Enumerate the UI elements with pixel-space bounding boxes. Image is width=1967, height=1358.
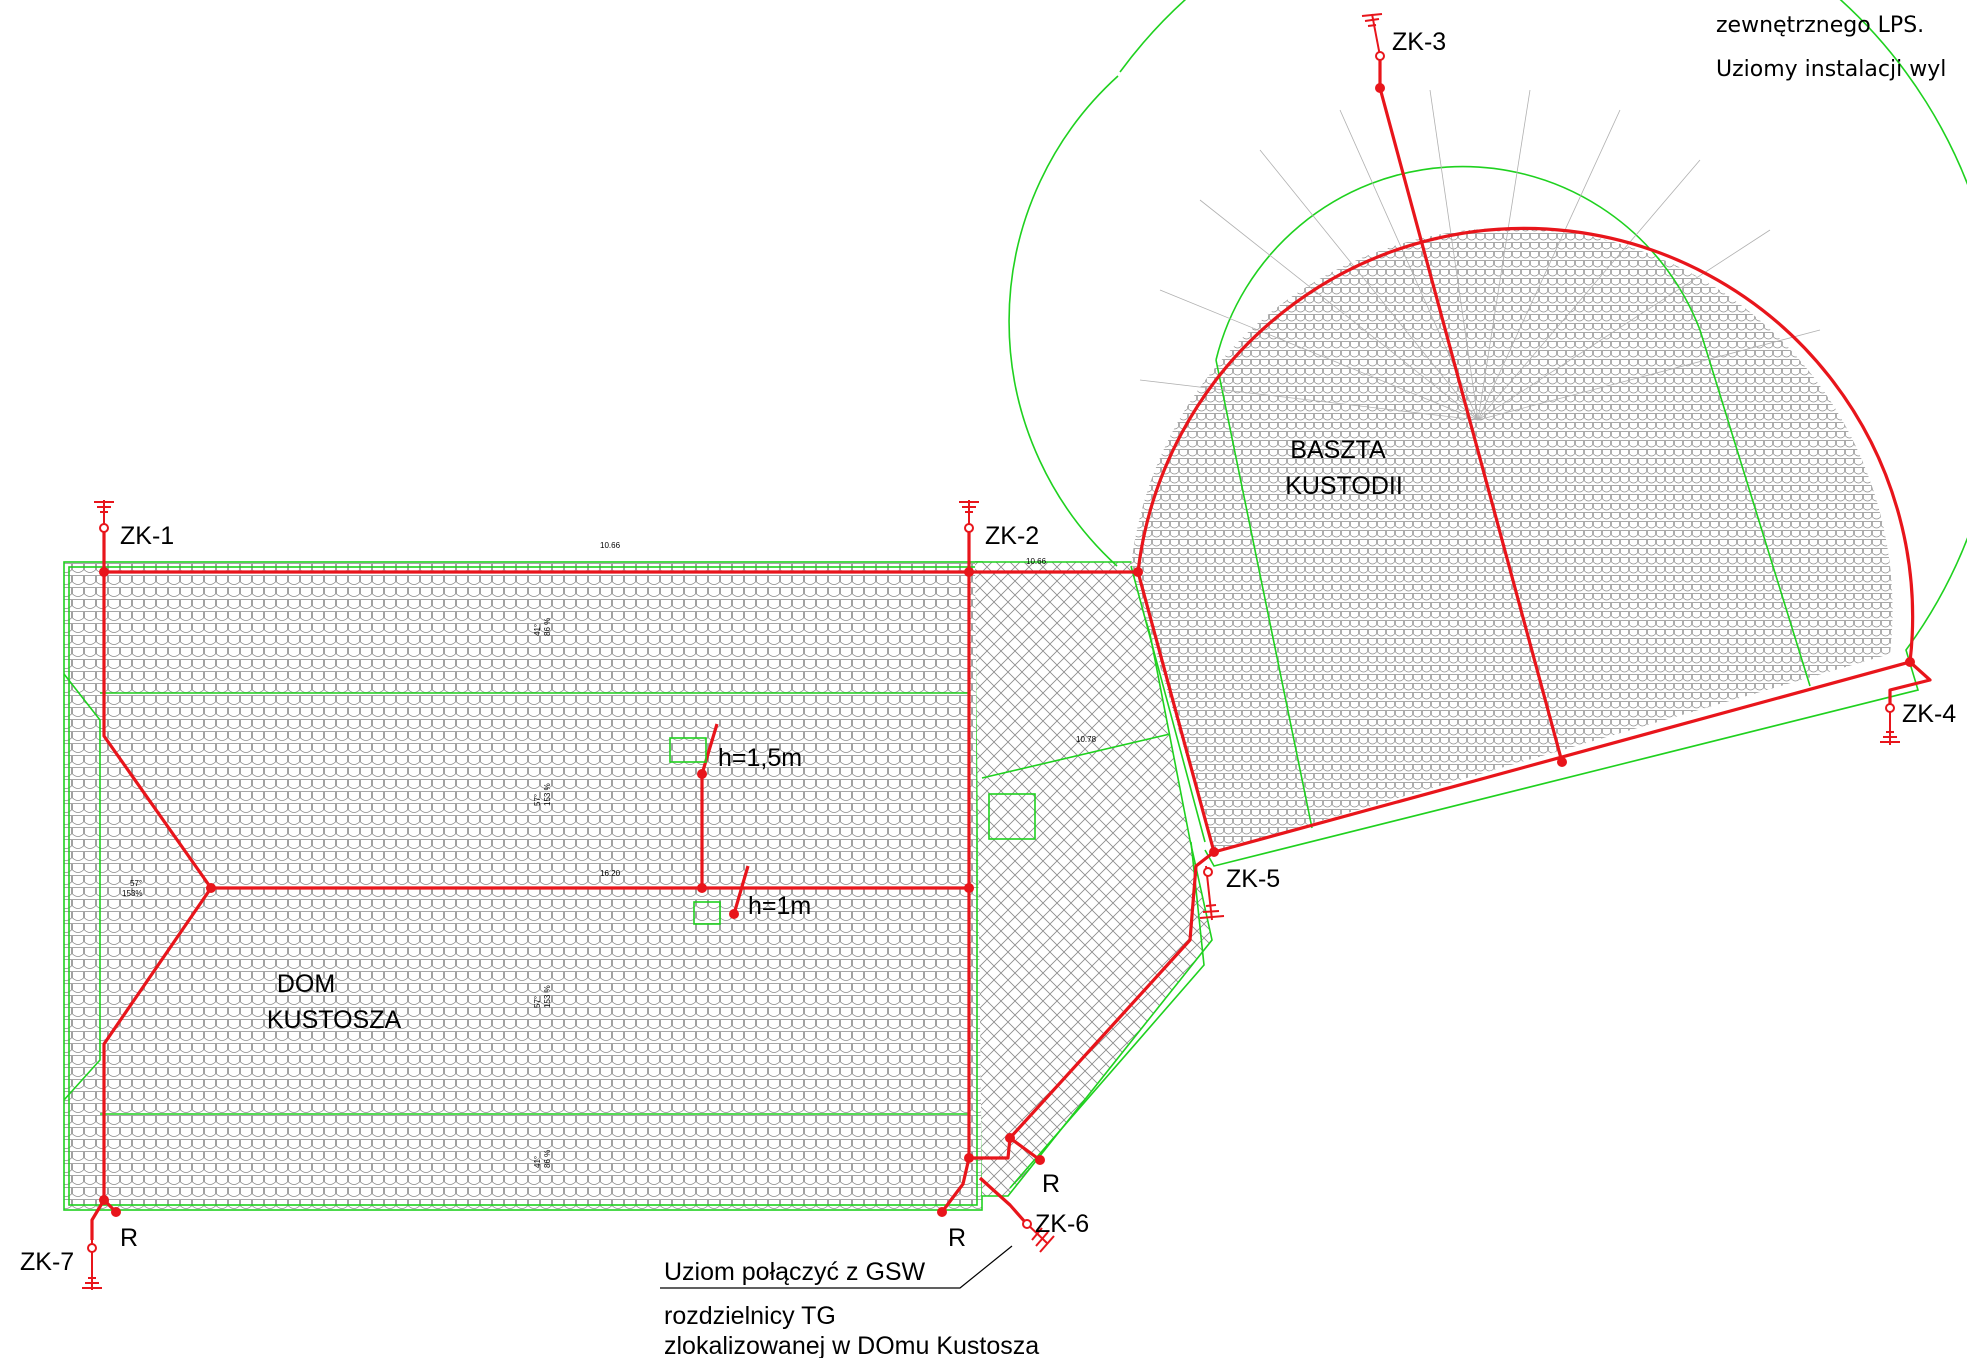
baszta-kustodii-roof [1008,0,1967,867]
slope-6: 153 % [543,985,552,1008]
slope-2: 86 % [543,618,552,636]
label-baszta-line-2: KUSTODII [1285,472,1403,500]
earth-symbol-zk4 [1880,703,1900,745]
label-baszta-line-1: BASZTA [1290,436,1386,464]
earth-symbol-zk5 [1199,865,1225,921]
slope-10: 153% [122,889,142,898]
slope-marks: 41° 86 % 57° 153 % 57° 153 % 41° 86 % 57… [122,618,552,1168]
earth-symbol-zk1 [94,500,114,533]
slope-3: 57° [533,794,542,806]
label-dom-line-2: KUSTOSZA [267,1006,402,1034]
label-r-1: R [120,1224,138,1252]
dom-kustosza-roof [63,561,983,1211]
label-dom-line-1: DOM [277,970,335,998]
level-mark-2: 10.66 [1026,557,1047,566]
slope-8: 86 % [543,1150,552,1168]
label-zk-5: ZK-5 [1226,865,1280,893]
note-line-2: Uziomy instalacji wyl [1716,57,1946,82]
label-r-3: R [1042,1170,1060,1198]
earth-symbol-zk2 [959,500,979,533]
slope-1: 41° [533,624,542,636]
label-zk-3: ZK-3 [1392,28,1446,56]
slope-4: 153 % [543,783,552,806]
annotation-leader [660,1245,1013,1289]
label-zk-7: ZK-7 [20,1248,74,1276]
label-zk-6: ZK-6 [1035,1210,1089,1238]
level-mark-1: 10.66 [600,541,621,550]
label-r-2: R [948,1224,966,1252]
label-rod-height-2: h=1m [748,892,811,920]
connector-roof [975,561,1213,1197]
slope-7: 41° [533,1156,542,1168]
air-terminal-base-1 [669,737,707,763]
note-line-1: zewnętrznego LPS. [1716,13,1924,38]
annotation-line-3: zlokalizowanej w DOmu Kustosza [664,1332,1039,1358]
label-rod-height-1: h=1,5m [718,744,802,772]
air-terminal-base-2 [693,901,721,925]
earth-symbol-zk7 [82,1240,102,1290]
slope-5: 57° [533,996,542,1008]
label-zk-1: ZK-1 [120,522,174,550]
label-zk-4: ZK-4 [1902,700,1956,728]
slope-9: 57° [130,879,142,888]
label-zk-2: ZK-2 [985,522,1039,550]
earth-symbol-zk6 [1022,1219,1055,1253]
annotation-line-1: Uziom połączyć z GSW [664,1258,926,1286]
level-mark-3: 10.78 [1076,735,1097,744]
annotation-line-2: rozdzielnicy TG [664,1302,836,1330]
conductor-junctions [99,83,1915,1217]
earth-symbol-zk3 [1361,13,1385,61]
level-mark-4: 16.20 [600,869,621,878]
